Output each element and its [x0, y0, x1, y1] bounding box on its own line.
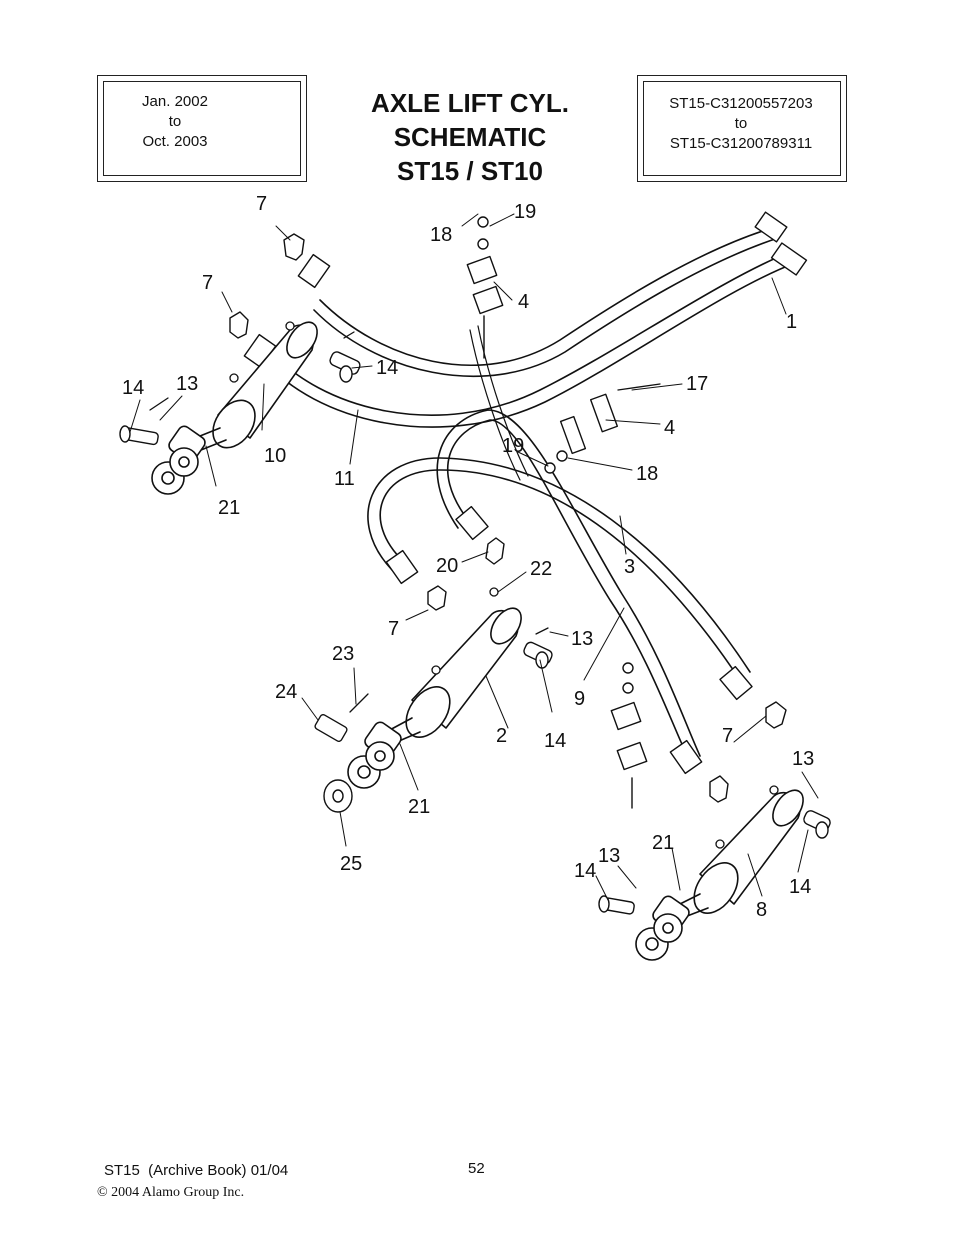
date-range-start: Jan. 2002	[142, 93, 208, 110]
page-title: AXLE LIFT CYL. SCHEMATIC ST15 / ST10	[330, 86, 610, 188]
callout-18: 18	[430, 224, 452, 246]
hose-fittings	[243, 211, 808, 775]
callout-11: 11	[334, 468, 355, 490]
serial-range-start: ST15-C31200557203	[669, 95, 813, 112]
callout-14: 14	[544, 730, 566, 752]
pin-24	[314, 713, 348, 743]
callout-14: 14	[574, 860, 596, 882]
pin-14-c	[523, 641, 553, 669]
callout-7: 7	[256, 193, 267, 215]
callout-19: 19	[502, 435, 524, 457]
clamp-4-b	[544, 393, 619, 474]
callout-21: 21	[652, 832, 674, 854]
hose-3	[367, 457, 751, 681]
title-line-1: AXLE LIFT CYL.	[371, 88, 569, 118]
callout-4: 4	[664, 417, 675, 439]
callout-14: 14	[376, 357, 398, 379]
title-line-2: SCHEMATIC	[393, 122, 547, 152]
serial-range-to: to	[734, 115, 748, 132]
callout-19: 19	[514, 201, 536, 223]
callout-23: 23	[332, 643, 354, 665]
callout-7: 7	[722, 725, 733, 747]
copyright-notice: © 2004 Alamo Group Inc.	[97, 1185, 245, 1200]
callout-22: 22	[530, 558, 552, 580]
hose-11	[261, 251, 796, 428]
callout-7: 7	[202, 272, 213, 294]
callout-13: 13	[571, 628, 593, 650]
callout-9: 9	[574, 688, 585, 710]
hose-1	[313, 227, 779, 378]
date-range-box-inner	[103, 81, 301, 176]
callout-14: 14	[122, 377, 144, 399]
pin-14-e	[803, 810, 831, 839]
callout-13: 13	[792, 748, 814, 770]
pin-14-b	[329, 351, 361, 383]
callout-17: 17	[686, 373, 708, 395]
callout-labels: 7 7 14 13 14 10 11 21 18 19 4 1 17 4 19 …	[122, 193, 814, 921]
document-reference: ST15 (Archive Book) 01/04	[104, 1162, 289, 1179]
cylinder-10	[151, 321, 318, 495]
washer-25	[323, 779, 353, 813]
serial-range-end: ST15-C31200789311	[669, 135, 813, 152]
callout-8: 8	[756, 899, 767, 921]
date-range-end: Oct. 2003	[142, 133, 208, 150]
callout-20: 20	[436, 555, 458, 577]
callout-21: 21	[408, 796, 430, 818]
cylinder-2	[347, 607, 522, 789]
callout-25: 25	[340, 853, 362, 875]
callout-21: 21	[218, 497, 240, 519]
date-range-to: to	[168, 113, 182, 130]
serial-range-text: ST15-C31200557203 to ST15-C31200789311	[645, 94, 837, 154]
title-line-3: ST15 / ST10	[397, 156, 543, 186]
callout-14: 14	[789, 876, 811, 898]
callout-1: 1	[786, 311, 797, 333]
serial-range-box-inner	[643, 81, 841, 176]
hose-crossing-lines	[469, 325, 529, 481]
leader-lines	[129, 213, 819, 901]
clamp-4-a	[466, 216, 504, 359]
callout-13: 13	[598, 845, 620, 867]
hose-9	[436, 409, 701, 763]
callout-2: 2	[496, 725, 507, 747]
elbow-fittings	[229, 233, 787, 803]
pin-14-d	[598, 895, 635, 915]
callout-10: 10	[264, 445, 286, 467]
callout-18: 18	[636, 463, 658, 485]
date-range-box	[97, 75, 307, 182]
callout-24: 24	[275, 681, 297, 703]
callout-3: 3	[624, 556, 635, 578]
clamp-4-c	[610, 662, 648, 809]
date-range-text: Jan. 2002 to Oct. 2003	[105, 92, 245, 152]
callout-13: 13	[176, 373, 198, 395]
callout-4: 4	[518, 291, 529, 313]
page-number: 52	[468, 1160, 485, 1177]
callout-7: 7	[388, 618, 399, 640]
serial-range-box	[637, 75, 847, 182]
cylinder-8	[635, 789, 804, 961]
pin-14-a	[119, 425, 159, 446]
